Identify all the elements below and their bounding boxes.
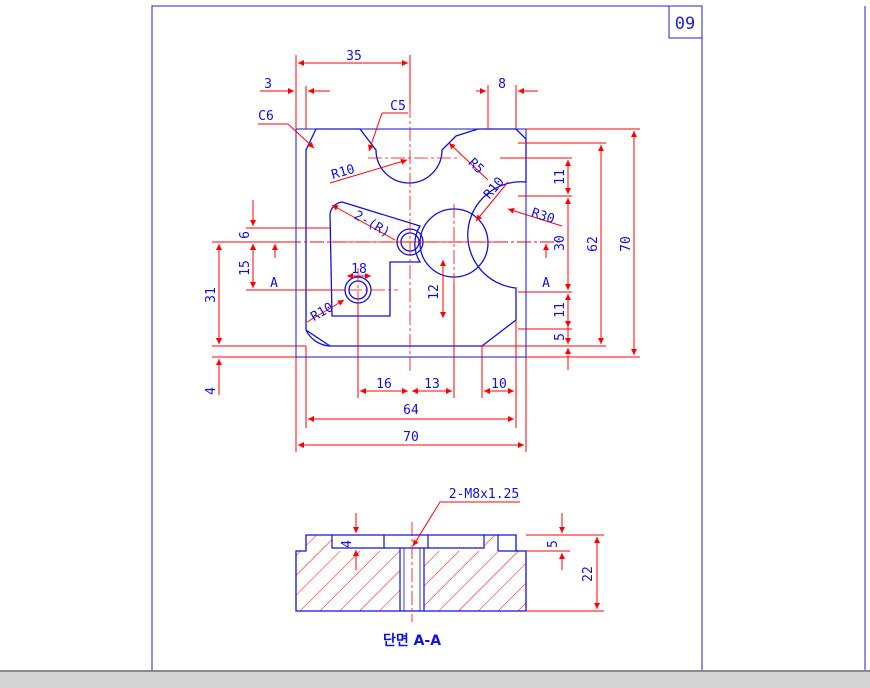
radius-2r: 2-(R) [351,208,392,241]
radius-r30: R30 [529,206,556,228]
sheet-number: 09 [675,14,695,34]
dim-10: 10 [491,377,507,392]
dim-15: 15 [238,260,253,276]
dim-18: 18 [351,262,367,277]
status-bar [0,670,870,688]
dim-70-horizontal: 70 [403,430,419,445]
section-marker-right: A [542,276,550,291]
section-hatch-left [296,551,400,611]
dim-3: 3 [264,77,272,92]
dim-4: 4 [204,387,219,395]
radius-r10-top: R10 [330,162,357,183]
dim-11-bottom: 11 [553,302,568,318]
chamfer-c5: C5 [390,99,406,114]
dim-62: 62 [586,236,601,252]
section-dim-22: 22 [581,566,596,582]
dim-35: 35 [346,49,362,64]
dim-6: 6 [238,231,253,239]
dim-11-top: 11 [553,169,568,185]
dim-8: 8 [498,77,506,92]
thread-callout: 2-M8x1.25 [449,487,519,502]
sheet-border [151,5,703,670]
dim-12: 12 [427,284,442,300]
radius-r5: R5 [465,156,487,178]
dim-64: 64 [403,403,419,418]
dim-31: 31 [204,287,219,303]
section-title: 단면 A-A [383,632,441,649]
dim-16: 16 [376,377,392,392]
radius-r10-right: R10 [481,175,508,203]
dim-5: 5 [553,333,568,341]
section-dim-5: 5 [546,540,561,548]
section-dim-4: 4 [340,540,355,548]
section-marker-left: A [270,276,278,291]
dim-70-vertical: 70 [619,236,634,252]
technical-drawing: 09 A A [151,5,866,670]
top-view: A A [204,49,640,452]
section-outline [295,534,527,612]
bottom-left-arc [305,329,331,347]
part-outline [305,128,527,347]
section-hatch-right [424,551,526,611]
dim-13: 13 [424,377,440,392]
stock-outline [295,128,527,358]
section-view: 2-M8x1.25 4 5 22 단면 A-A [295,487,604,649]
sheet-number-box [668,5,703,39]
chamfer-c6: C6 [258,109,274,124]
dim-30: 30 [553,235,568,251]
